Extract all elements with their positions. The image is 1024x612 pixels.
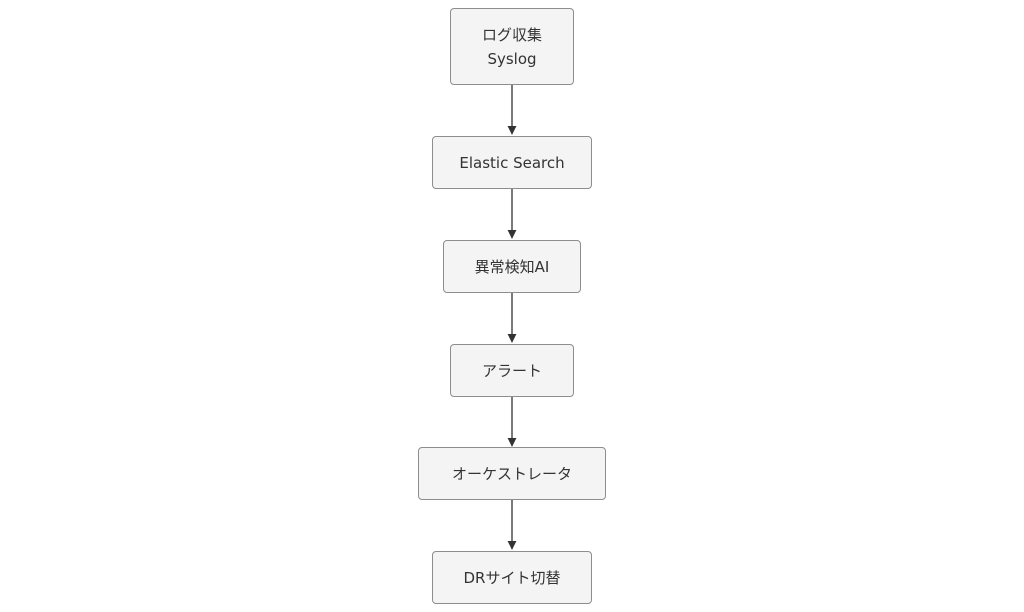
node-dr-site-switch-label: DRサイト切替 [463,568,561,587]
node-alert-label: アラート [481,361,542,380]
node-anomaly-detection-ai: 異常検知AI [443,240,581,293]
node-dr-site-switch: DRサイト切替 [432,551,592,604]
node-elastic-search: Elastic Search [432,136,592,189]
node-alert: アラート [450,344,574,397]
node-log-collection: ログ収集 Syslog [450,8,574,85]
node-orchestrator: オーケストレータ [418,447,606,500]
node-elastic-search-label: Elastic Search [459,153,565,172]
node-log-collection-line-1: ログ収集 [481,25,542,44]
node-log-collection-line-2: Syslog [487,49,537,68]
node-orchestrator-label: オーケストレータ [451,464,572,483]
node-anomaly-detection-ai-label: 異常検知AI [474,257,550,276]
